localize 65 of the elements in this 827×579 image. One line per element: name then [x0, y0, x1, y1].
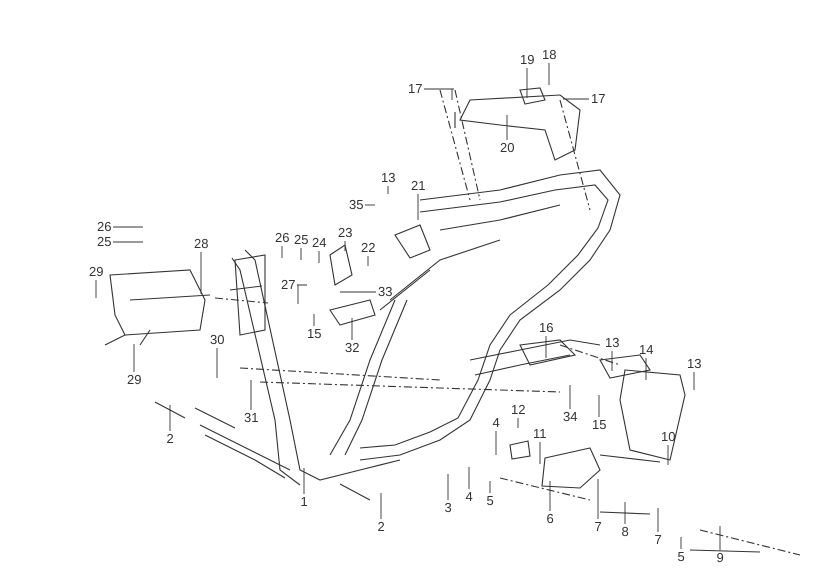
leader-line: [300, 248, 302, 260]
callout-number: 3: [444, 501, 452, 515]
callout-number: 7: [654, 533, 662, 547]
leader-line: [424, 88, 454, 100]
callout-number: 14: [639, 343, 654, 357]
leader-line: [468, 466, 470, 490]
callout-number: 20: [500, 141, 514, 155]
leader-line: [318, 250, 320, 264]
leader-line: [380, 492, 382, 520]
leader-line: [112, 226, 144, 228]
leader-line: [216, 348, 218, 378]
callout-number: 6: [546, 512, 554, 526]
callout-number: 9: [716, 551, 724, 565]
callout-number: 16: [539, 321, 554, 335]
leader-line: [200, 252, 202, 294]
leader-line: [598, 394, 600, 418]
callout-number: 15: [592, 418, 606, 432]
callout-number: 31: [244, 411, 258, 425]
callout-number: 7: [594, 520, 602, 534]
callout-number: 4: [466, 490, 473, 504]
callout-number: 15: [307, 327, 322, 341]
callout-number: 28: [194, 237, 208, 251]
leader-line: [526, 68, 528, 98]
callout-number: 17: [591, 92, 606, 106]
callout-number: 1: [300, 495, 308, 509]
callout-number: 13: [605, 336, 620, 350]
callout-number: 29: [89, 265, 104, 279]
callout-number: 11: [533, 427, 546, 441]
callout-number: 4: [492, 416, 500, 430]
callout-number: 30: [210, 333, 224, 347]
callout-number: 8: [622, 525, 629, 539]
callout-number: 5: [678, 550, 685, 564]
callout-number: 24: [312, 236, 326, 250]
callout-number: 18: [542, 48, 556, 62]
leader-line: [364, 204, 376, 206]
callout-number: 13: [687, 357, 702, 371]
leader-line: [624, 502, 626, 524]
callout-number: 32: [345, 341, 360, 355]
callout-number: 35: [349, 198, 364, 212]
leader-line: [680, 536, 682, 550]
callout-number: 22: [361, 241, 376, 255]
callout-number: 29: [127, 373, 142, 387]
callout-number: 19: [520, 53, 534, 67]
callout-number: 12: [511, 403, 526, 417]
callout-number: 23: [338, 226, 352, 240]
callout-number: 17: [408, 82, 422, 96]
callout-number: 26: [97, 220, 112, 234]
leader-line: [344, 240, 346, 252]
leader-line: [250, 380, 252, 410]
callout-number: 5: [486, 494, 494, 508]
leader-line: [296, 284, 308, 304]
callout-number: 25: [294, 233, 308, 247]
leader-line: [548, 62, 550, 86]
callout-number: 26: [275, 231, 290, 245]
callout-number: 2: [378, 520, 385, 534]
leader-line: [506, 114, 508, 140]
callout-number: 27: [281, 278, 296, 292]
callout-number: 10: [661, 430, 676, 444]
callout-number: 33: [378, 285, 392, 299]
leader-line: [562, 98, 590, 100]
callout-number: 21: [411, 179, 426, 193]
callout-number: 13: [381, 171, 396, 185]
callout-number: 34: [563, 410, 578, 424]
callout-number: 25: [97, 235, 112, 249]
callout-number: 2: [166, 432, 174, 446]
